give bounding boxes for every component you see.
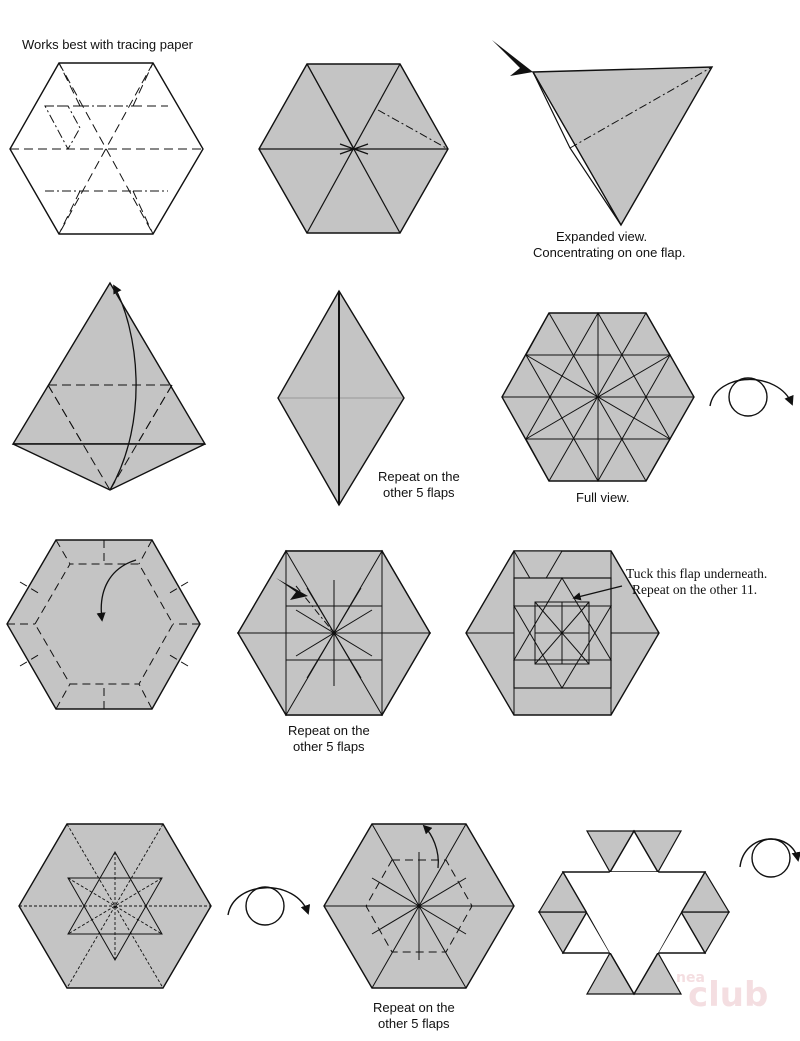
step-7-hexagon-pleat: [6, 539, 201, 710]
expanded-view-caption: Expanded view.: [556, 229, 647, 244]
repeat-caption-b: Repeat on the: [288, 723, 370, 738]
fold-arrow-icon-4: [422, 824, 439, 869]
repeat-caption-2: other 5 flaps: [383, 485, 455, 500]
step-2-hexagon-creased: [258, 63, 449, 234]
fold-arrow-icon-3: [572, 585, 623, 601]
fold-arrow-icon-2: [96, 559, 137, 622]
push-arrow-icon-2: [276, 578, 308, 600]
watermark-logo: nea club: [676, 970, 768, 1015]
tracing-paper-note: Works best with tracing paper: [22, 37, 194, 52]
step-9-star-tuck: [465, 550, 660, 716]
turn-over-icon-2: [227, 886, 311, 926]
step-8-six-point-star: [236, 549, 432, 717]
step-1-hexagon-crease-pattern: [9, 62, 204, 235]
step-11-star-fold: [323, 823, 515, 989]
tuck-caption: Tuck this flap underneath.: [626, 566, 767, 581]
step-3-expanded-flap: [531, 66, 714, 227]
repeat-caption: Repeat on the: [378, 469, 460, 484]
step-12-finished-star: [537, 829, 731, 996]
push-arrow-icon: [492, 40, 533, 76]
fold-arrow-icon: [109, 284, 137, 491]
full-view-caption: Full view.: [576, 490, 629, 505]
svg-text:club: club: [688, 975, 768, 1015]
step-10-star-creased: [18, 823, 212, 989]
turn-over-icon: [709, 377, 794, 417]
repeat-caption-c2: other 5 flaps: [378, 1016, 450, 1031]
repeat-caption-b2: other 5 flaps: [293, 739, 365, 754]
step-4-fold-flap: [11, 281, 207, 491]
step-5-kite-flap: [277, 289, 405, 507]
expanded-view-caption-2: Concentrating on one flap.: [533, 245, 686, 260]
step-6-full-view-star: [501, 311, 695, 483]
svg-text:nea: nea: [676, 970, 705, 986]
turn-over-icon-3: [739, 838, 800, 878]
tuck-caption-2: Repeat on the other 11.: [632, 582, 757, 597]
repeat-caption-c: Repeat on the: [373, 1000, 455, 1015]
